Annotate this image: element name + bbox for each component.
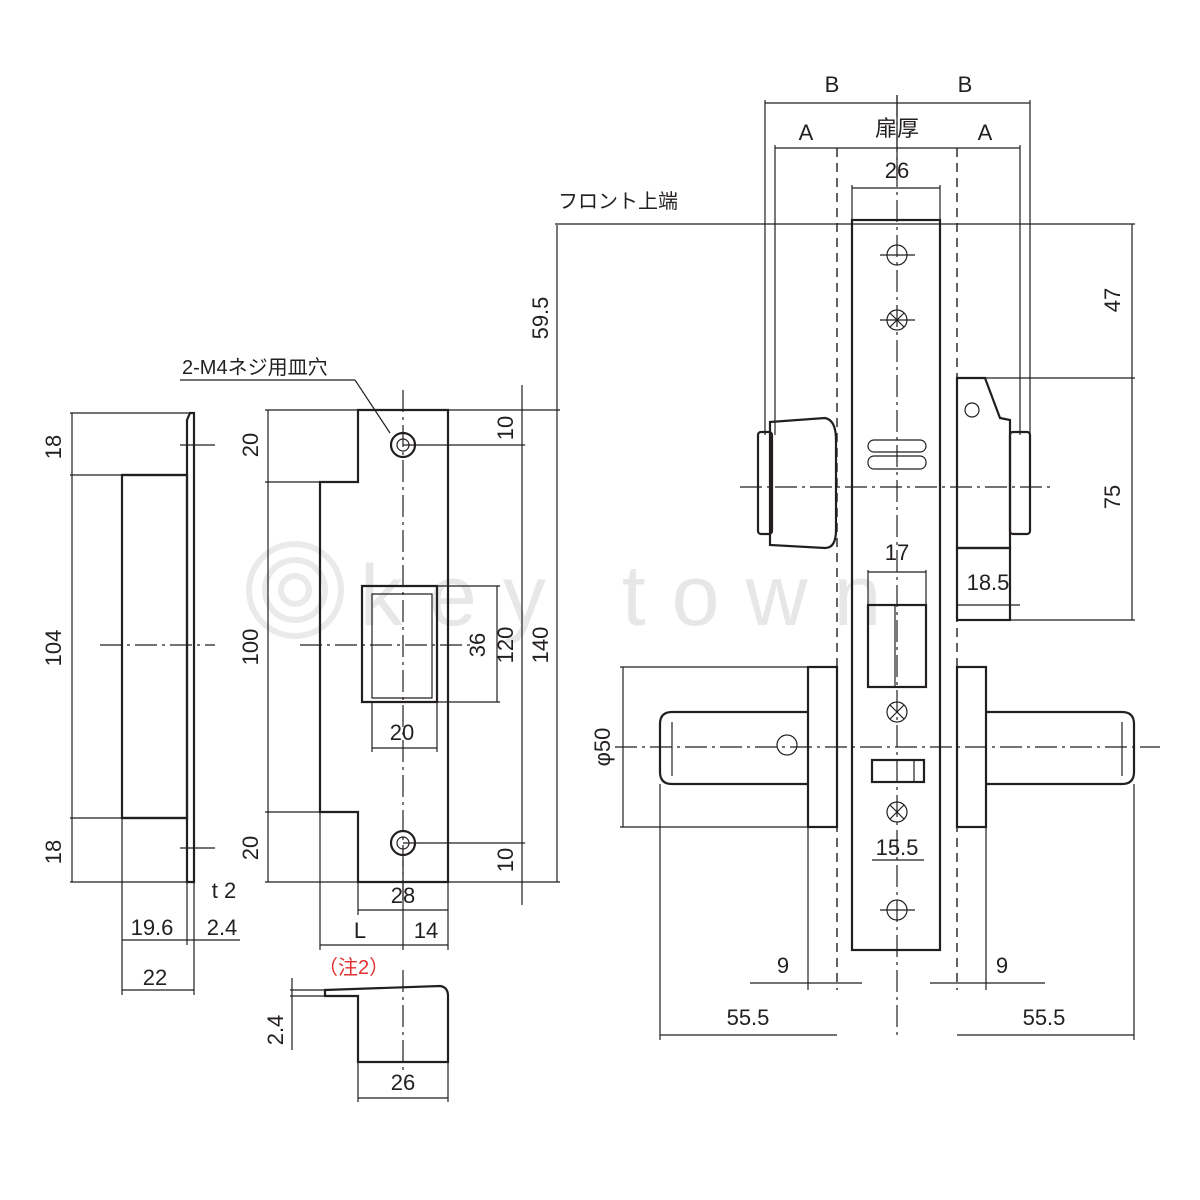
watermark-text: key town <box>360 548 907 644</box>
dim-plate-total: 140 <box>528 627 553 664</box>
dim-cyl-off: 18.5 <box>967 570 1010 595</box>
strike-plate-view: 2-M4ネジ用皿穴 20 100 20 10 10 36 120 140 20 … <box>180 225 560 950</box>
dim-box-top: 18 <box>41 435 66 459</box>
front-plate <box>850 218 942 952</box>
strike-box-view: 18 104 18 t 2 19.6 2.4 22 <box>41 411 240 995</box>
dim-plate-side: 14 <box>414 918 438 943</box>
strike-profile-view: （注2） 2.4 26 <box>263 956 450 1102</box>
dim-latch-w: 17 <box>885 540 909 565</box>
lever-right <box>986 710 1136 786</box>
dim-profile-w: 26 <box>391 1070 415 1095</box>
dim-plate-bottom: 20 <box>238 836 263 860</box>
label-screw-hole: 2-M4ネジ用皿穴 <box>182 356 328 379</box>
dim-plate-mid: 100 <box>238 629 263 666</box>
dim-box-width: 22 <box>143 965 167 990</box>
dim-plate-top: 20 <box>238 433 263 457</box>
dim-deadbolt-w: 15.5 <box>876 835 919 860</box>
label-phi50: φ50 <box>590 728 615 767</box>
label-b-left: B <box>825 72 840 97</box>
label-a-left: A <box>799 120 814 145</box>
dim-box-mid: 104 <box>41 630 66 667</box>
dim-profile-h: 2.4 <box>263 1015 288 1046</box>
dim-cyl-span: 75 <box>1100 485 1125 509</box>
cylinder-right <box>955 376 1012 550</box>
dim-box-bottom: 18 <box>41 840 66 864</box>
dim-plate-hole-h: 36 <box>465 633 490 657</box>
dim-rose-off-l: 9 <box>777 953 789 978</box>
dim-box-width-in: 19.6 <box>131 915 174 940</box>
dim-plate-between: 120 <box>493 627 518 664</box>
dim-plate-right-top: 10 <box>493 416 518 440</box>
dim-box-thk: 2.4 <box>207 915 238 940</box>
lock-body-view: B B A 扉厚 A 26 フロント上端 59.5 <box>528 72 1160 1040</box>
dim-rose-off-r: 9 <box>996 953 1008 978</box>
dim-front-to-cyl: 59.5 <box>528 297 553 340</box>
latch-bolt <box>866 603 928 689</box>
dim-plate-hole-w: 20 <box>390 720 414 745</box>
dim-cyl-center: 47 <box>1100 288 1125 312</box>
label-t2: t 2 <box>212 878 236 903</box>
case-right <box>955 546 1012 622</box>
dim-lever-l: 55.5 <box>727 1005 770 1030</box>
lever-left <box>658 710 808 786</box>
dim-plate-l: L <box>354 918 366 943</box>
watermark: key town <box>246 541 907 644</box>
deadbolt <box>870 758 926 784</box>
dim-plate-right-bottom: 10 <box>493 848 518 872</box>
label-b-right: B <box>958 72 973 97</box>
cylinder-left <box>768 416 838 550</box>
label-note2: （注2） <box>318 956 389 979</box>
label-front-top: フロント上端 <box>558 190 678 213</box>
label-a-right: A <box>978 120 993 145</box>
dim-lever-r: 55.5 <box>1023 1005 1066 1030</box>
